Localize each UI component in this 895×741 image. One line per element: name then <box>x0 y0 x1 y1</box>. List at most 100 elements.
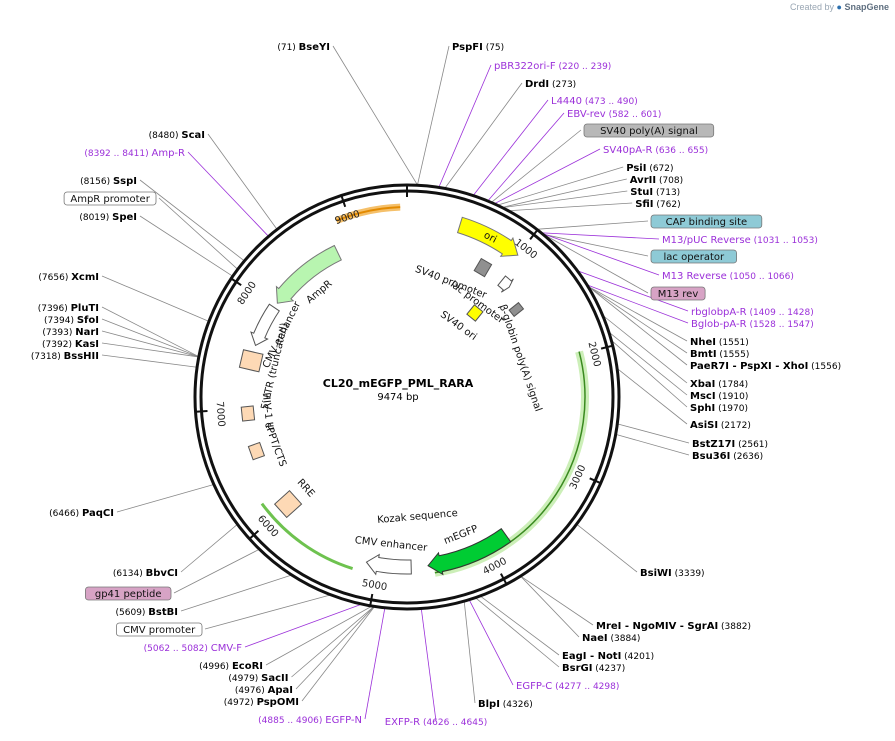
annotation-sfii-11: SfiI (762) <box>635 199 680 210</box>
leader-pbr322ori-f-2 <box>438 64 492 187</box>
leader-l4440-4 <box>473 99 549 195</box>
leader-sv40pa-r-7 <box>495 148 601 204</box>
leader-bsshii-47 <box>101 354 197 368</box>
feature-5-ltr-truncated-11 <box>238 349 264 373</box>
annotation-naei-30: NaeI (3884) <box>582 633 640 644</box>
annotation-sv40-poly-a-signal-6: SV40 poly(A) signal <box>600 126 698 137</box>
leader-apai-38 <box>295 607 374 690</box>
annotation-pspomi-37: (4972) PspOMI <box>224 697 299 708</box>
leader-sv40-poly-a-signal-6 <box>491 129 582 203</box>
feature-sv40-promoter-1 <box>473 257 493 278</box>
annotation-mrei-ngomiv-sgrai-29: MreI - NgoMIV - SgrAI (3882) <box>596 621 751 632</box>
feature-sv40-ori-3 <box>466 304 484 322</box>
annotation-bstz17i-26: BstZ17I (2561) <box>692 439 768 450</box>
feature-ori-0-label: ori <box>482 230 499 246</box>
leader-exfp-r-35 <box>421 609 437 722</box>
tick-label-6000: 6000 <box>255 513 280 539</box>
leader-amp-r-56 <box>187 151 269 236</box>
leader-m13-rev-16 <box>546 235 649 294</box>
annotation-sv40-poly-a-signal-6-box <box>583 123 715 138</box>
tick-4000 <box>500 573 508 585</box>
tick-9000 <box>340 195 347 208</box>
leader-ebv-rev-5 <box>488 112 565 201</box>
annotation-pspfi-1: PspFI (75) <box>452 42 504 53</box>
leader-lac-operator-14 <box>544 234 649 257</box>
tick-1000 <box>529 229 539 241</box>
annotation-gp41-peptide-44: gp41 peptide <box>95 589 162 600</box>
annotation-drdi-3: DrdI (273) <box>525 79 576 90</box>
leader-bsu36i-27 <box>616 434 690 456</box>
annotation-eagi-noti-31: EagI - NotI (4201) <box>562 651 654 662</box>
tick-label-2000: 2000 <box>585 341 602 368</box>
leader-blpi-34 <box>463 602 476 704</box>
feature-rre-8-label: RRE <box>295 477 317 499</box>
leader-bstz17i-26 <box>618 423 690 444</box>
tick-2000 <box>600 344 613 350</box>
feature-ori-0 <box>456 216 519 257</box>
leader-m13-puc-reverse-13 <box>542 232 660 240</box>
tick-5000 <box>369 593 374 606</box>
leader-asisi-25 <box>617 368 688 425</box>
annotation-m13-rev-16: M13 rev <box>658 289 699 300</box>
leader-pluti-51 <box>101 306 199 357</box>
annotation-psii-8: PsiI (672) <box>626 163 673 174</box>
leader-bbvci-45 <box>180 524 237 573</box>
leader-spei-53 <box>139 215 233 277</box>
annotation-xbai-22: XbaI (1784) <box>690 379 748 390</box>
annotation-cmv-f-41: (5062 .. 5082) CMV-F <box>144 643 243 654</box>
leader-msci-23 <box>609 332 688 396</box>
leader-xbai-22 <box>603 316 688 384</box>
leader-bseyi-0 <box>332 45 418 185</box>
feature-cmv-enhancer-7 <box>365 553 412 576</box>
leader-egfp-c-33 <box>469 600 514 686</box>
annotation-asisi-25: AsiSI (2172) <box>690 420 751 431</box>
annotation-m13-puc-reverse-13: M13/pUC Reverse (1031 .. 1053) <box>662 235 818 246</box>
leader-scai-57 <box>207 133 277 229</box>
annotation-nari-49: (7393) NarI <box>42 327 99 338</box>
annotation-m13-reverse-15: M13 Reverse (1050 .. 1066) <box>662 271 794 282</box>
leader-nhei-19 <box>589 286 688 342</box>
leader-sfoi-50 <box>101 318 199 357</box>
annotation-cap-binding-site-12: CAP binding site <box>666 217 748 228</box>
annotation-exfp-r-35: EXFP-R (4626 .. 4645) <box>385 717 487 728</box>
created-by-label: Created by <box>789 2 835 12</box>
annotation-sv40pa-r-7: SV40pA-R (636 .. 655) <box>603 145 708 156</box>
feature-cmv-enhancer-7-label: CMV enhancer <box>354 535 428 554</box>
annotation-egfp-n-36: (4885 .. 4906) EGFP-N <box>258 715 362 726</box>
annotation-pbr322ori-f-2: pBR322ori-F (220 .. 239) <box>494 61 611 72</box>
leader-egfp-n-36 <box>364 608 386 720</box>
annotation-ebv-rev-5: EBV-rev (582 .. 601) <box>567 109 661 120</box>
feature-ampr-13-label: AmpR <box>305 278 335 306</box>
annotation-stui-10: StuI (713) <box>630 187 680 198</box>
annotation-blpi-34: BlpI (4326) <box>478 699 533 710</box>
feature-kozak-sequence-6-label: Kozak sequence <box>377 508 458 526</box>
leader-bmti-20 <box>589 287 688 354</box>
plasmid-name: CL20_mEGFP_PML_RARA <box>323 377 474 390</box>
annotation-paer7i-pspxi-xhoi-21: PaeR7I - PspXI - XhoI (1556) <box>690 361 841 372</box>
annotation-bseyi-0: (71) BseYI <box>277 42 330 53</box>
leader-nari-49 <box>101 330 199 357</box>
annotation-msci-23: MscI (1910) <box>690 391 748 402</box>
annotation-bstbi-43: (5609) BstBI <box>116 607 179 618</box>
annotation-nhei-19: NheI (1551) <box>690 337 749 348</box>
leader-pspomi-37 <box>301 607 375 702</box>
feature-cppt-cts-9 <box>247 441 266 461</box>
annotation-kasi-48: (7392) KasI <box>42 339 99 350</box>
annotation-ampr-promoter-54: AmpR promoter <box>70 194 150 205</box>
leader-bstbi-43 <box>180 575 291 612</box>
annotation-sphi-24: SphI (1970) <box>690 403 748 414</box>
tick-label-9000: 9000 <box>334 209 362 227</box>
annotation-bmti-20: BmtI (1555) <box>690 349 749 360</box>
leader-sacii-39 <box>291 606 374 678</box>
feature-cmv-enhancer-12 <box>250 303 281 347</box>
annotation-pluti-51: (7396) PluTI <box>38 303 99 314</box>
annotation-scai-57: (8480) ScaI <box>149 130 205 141</box>
annotation-bbvci-45: (6134) BbvCI <box>113 568 178 579</box>
feature-globin-poly-a-signal-4 <box>508 301 525 318</box>
annotation-labels: (71) BseYI PspFI (75) pBR322ori-F (220 .. … <box>31 42 841 728</box>
outer-orange-arc-core <box>336 206 401 222</box>
annotation-bsu36i-27: Bsu36I (2636) <box>692 451 763 462</box>
leader-naei-30 <box>520 576 580 638</box>
leader-sspi-55 <box>139 179 244 261</box>
leader-cap-binding-site-12 <box>538 220 649 230</box>
